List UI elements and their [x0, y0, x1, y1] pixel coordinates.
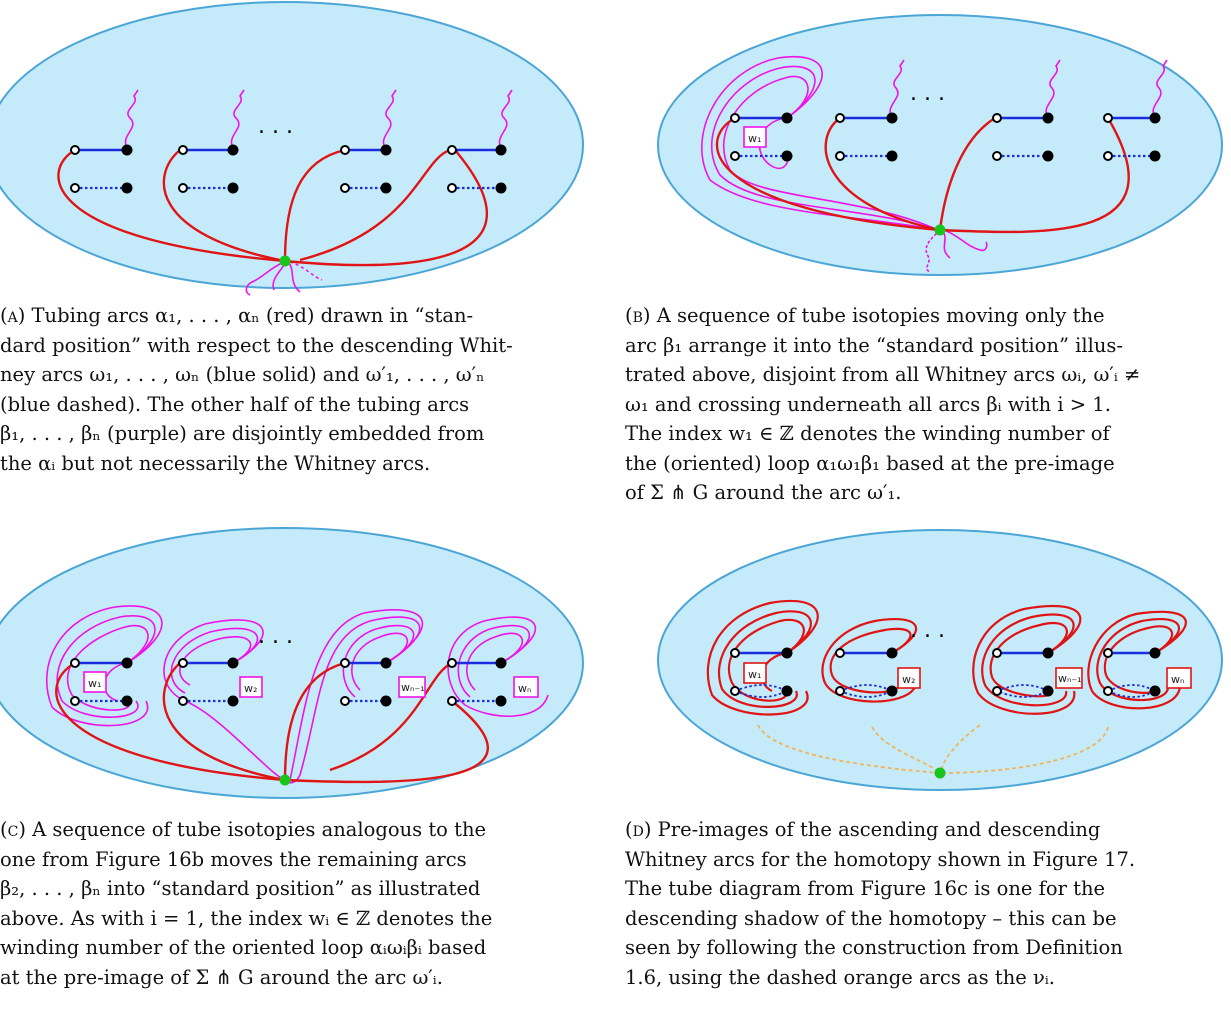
caption-d: (d) Pre-images of the ascending and desc… [625, 815, 1231, 992]
caption-b: (b) A sequence of tube isotopies moving … [625, 301, 1231, 508]
caption-line: above. As with i = 1, the index wᵢ ∈ ℤ d… [0, 906, 493, 930]
caption-line: ω₁ and crossing underneath all arcs βᵢ w… [625, 392, 1111, 416]
caption-line: winding number of the oriented loop αᵢωᵢ… [0, 936, 487, 959]
svg-text:w₁: w₁ [88, 677, 101, 690]
caption-a: (a) Tubing arcs α₁, . . . , αₙ (red) dra… [0, 301, 608, 478]
endpoints [730, 112, 1161, 162]
caption-c: (c) A sequence of tube isotopies analogo… [0, 815, 608, 992]
winding-box-w1: w₁ [743, 126, 767, 148]
caption-line: arc β₁ arrange it into the “standard pos… [625, 333, 1123, 357]
caption-line: descending shadow of the homotopy – this… [625, 906, 1117, 930]
ellipsis-dots: . . . [258, 114, 293, 139]
tube-loops [706, 599, 1187, 716]
endpoints [70, 144, 507, 194]
surface-ellipse [657, 14, 1223, 276]
winding-box-wn: wₙ [1166, 667, 1192, 689]
surface-ellipse [0, 527, 584, 799]
winding-box-wn-1: wₙ₋₁ [1055, 667, 1083, 689]
caption-line: ney arcs ω₁, . . . , ωₙ (blue solid) and… [0, 363, 485, 386]
ellipsis-dots: . . . [910, 618, 945, 643]
caption-line: The tube diagram from Figure 16c is one … [625, 877, 1106, 900]
figure-d: w₁ w₂ wₙ₋₁ wₙ . . . [657, 529, 1223, 791]
intersection-point [279, 255, 291, 267]
whitney-arcs [735, 116, 1155, 158]
svg-text:wₙ: wₙ [518, 682, 531, 695]
caption-line: at the pre-image of Σ ⋔ G around the arc… [0, 965, 443, 989]
winding-box-wn: wₙ [513, 676, 539, 698]
panel-d: w₁ w₂ wₙ₋₁ wₙ . . . [657, 525, 1231, 815]
svg-text:wₙ₋₁: wₙ₋₁ [1058, 672, 1082, 685]
figure-b: w₁ . . . [657, 14, 1223, 276]
caption-line: trated above, disjoint from all Whitney … [625, 363, 1141, 386]
caption-line: β₂, . . . , βₙ into “standard position” … [0, 877, 481, 900]
caption-line: of Σ ⋔ G around the arc ω′₁. [625, 481, 902, 504]
figure-a: . . . [0, 1, 584, 296]
caption-line: 1.6, using the dashed orange arcs as the… [625, 965, 1055, 989]
intersection-point [934, 767, 946, 779]
caption-line: Whitney arcs for the homotopy shown in F… [625, 847, 1136, 871]
svg-text:w₂: w₂ [244, 682, 257, 695]
caption-line: seen by following the construction from … [625, 936, 1123, 959]
svg-text:wₙ: wₙ [1171, 673, 1184, 686]
winding-box-wn-1: wₙ₋₁ [398, 676, 426, 698]
alpha-arcs [55, 661, 489, 784]
intersection-point [279, 774, 291, 786]
caption-line: (blue dashed). The other half of the tub… [0, 392, 470, 416]
caption-line: (a) Tubing arcs α₁, . . . , αₙ (red) dra… [0, 304, 474, 327]
figure-c: w₁ w₂ wₙ₋₁ wₙ . . . [0, 527, 584, 799]
endpoints [70, 657, 507, 707]
caption-line: one from Figure 16b moves the remaining … [0, 847, 467, 871]
winding-box-w1: w₁ [83, 671, 107, 693]
panel-c: w₁ w₂ wₙ₋₁ wₙ . . . [0, 525, 600, 815]
endpoints [730, 647, 1161, 697]
beta-arcs [701, 56, 1168, 273]
ellipsis-dots: . . . [910, 81, 945, 106]
panel-a: . . . [0, 0, 600, 296]
caption-label: (b) [625, 304, 651, 327]
caption-line: (c) A sequence of tube isotopies analogo… [0, 818, 487, 841]
caption-line: (d) Pre-images of the ascending and desc… [625, 818, 1101, 841]
caption-line: the (oriented) loop α₁ω₁β₁ based at the … [625, 451, 1115, 475]
caption-label: (c) [0, 818, 26, 841]
surface-ellipse [657, 529, 1223, 791]
winding-box-w1: w₁ [743, 662, 767, 684]
caption-line: dard position” with respect to the desce… [0, 333, 513, 357]
caption-line: (b) A sequence of tube isotopies moving … [625, 304, 1105, 327]
panel-b: w₁ . . . [657, 0, 1231, 290]
whitney-arcs [75, 661, 501, 703]
svg-text:w₁: w₁ [748, 668, 761, 681]
svg-text:w₁: w₁ [748, 132, 761, 145]
whitney-arcs [75, 148, 501, 190]
caption-line: The index w₁ ∈ ℤ denotes the winding num… [625, 422, 1110, 445]
caption-line: β₁, . . . , βₙ (purple) are disjointly e… [0, 422, 485, 445]
winding-box-w2: w₂ [897, 667, 921, 689]
caption-label: (a) [0, 304, 26, 327]
intersection-point [934, 224, 946, 236]
ellipsis-dots: . . . [258, 624, 293, 649]
svg-text:w₂: w₂ [902, 673, 915, 686]
alpha-arcs [57, 148, 488, 267]
svg-text:wₙ₋₁: wₙ₋₁ [401, 681, 425, 694]
alpha-arcs [715, 116, 1130, 234]
whitney-arcs [734, 651, 1157, 698]
caption-label: (d) [625, 818, 652, 841]
winding-box-w2: w₂ [239, 676, 263, 698]
caption-line: the αᵢ but not necessarily the Whitney a… [0, 451, 431, 475]
surface-ellipse [0, 1, 584, 289]
